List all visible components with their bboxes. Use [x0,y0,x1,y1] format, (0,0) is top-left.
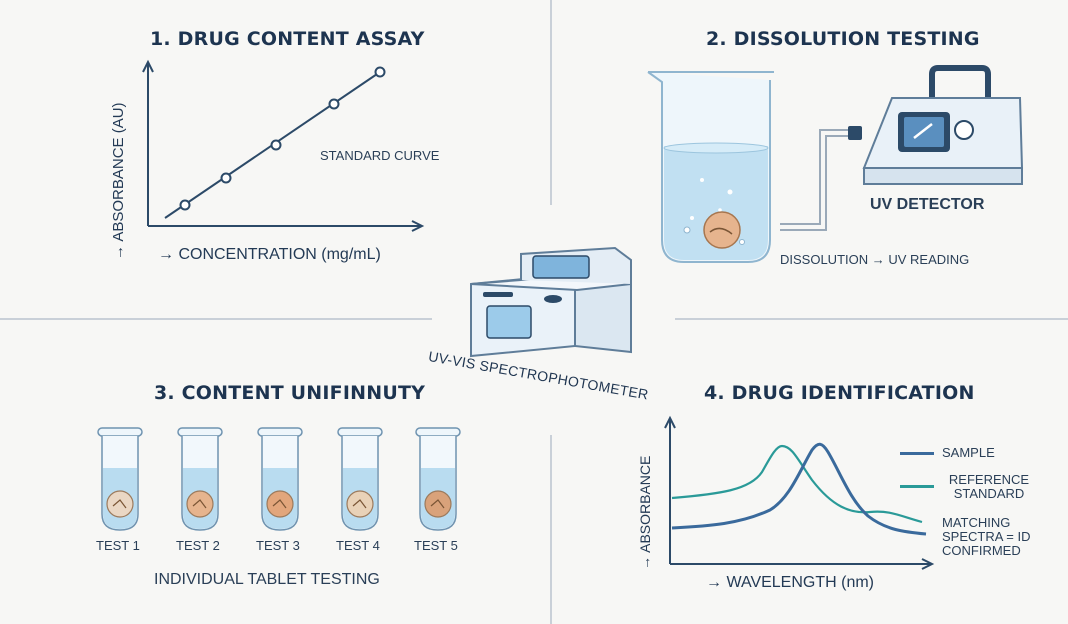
test-tube-2 [177,427,223,531]
test-tube-3 [257,427,303,531]
assay-y-arrow [142,59,154,73]
tube-label-2: TEST 2 [176,538,220,553]
assay-x-label: → CONCENTRATION (mg/mL) [158,246,381,263]
uv-detector-label: UV DETECTOR [870,196,985,213]
id-y-label: → ABSORBANCE [637,455,653,570]
legend-label-sample: SAMPLE [942,445,995,460]
tube-label-4: TEST 4 [336,538,380,553]
standard-curve-label: STANDARD CURVE [320,148,440,163]
uniformity-caption: INDIVIDUAL TABLET TESTING [154,571,380,588]
dissolution-illustration [647,65,1024,263]
divider-vertical-top [550,0,552,205]
curve-point-1 [179,199,191,211]
spectrophotometer-icon [470,246,632,358]
legend-swatch-sample [900,452,934,455]
assay-x-arrow [411,220,425,232]
sample-spectrum [671,442,927,536]
id-x-arrow [921,558,935,570]
assay-y-label: → ABSORBANCE (AU) [110,102,127,260]
test-tube-4 [337,427,383,531]
test-tubes-illustration [97,427,461,531]
divider-horizontal-left [0,318,432,320]
panel-title-uniformity: 3. CONTENT UNIFINNUTY [154,382,426,404]
tube-label-3: TEST 3 [256,538,300,553]
curve-point-2 [220,172,232,184]
uv-detector-icon [862,65,1024,185]
panel-title-identification: 4. DRUG IDENTIFICATION [704,382,975,404]
matching-spectra-note: MATCHING SPECTRA = ID CONFIRMED [942,515,1031,558]
test-tube-1 [97,427,143,531]
dissolution-flow-label: DISSOLUTION → UV READING [780,252,970,267]
tube-label-1: TEST 1 [96,538,140,553]
standard-curve-plot [142,59,425,232]
spectra-plot [664,415,935,570]
legend-label-reference: REFERENCE STANDARD [948,472,1030,501]
reference-spectrum [671,444,923,524]
curve-point-5 [374,66,386,78]
tubing [780,129,852,225]
panel-title-dissolution: 2. DISSOLUTION TESTING [706,28,980,50]
curve-point-4 [328,98,340,110]
dissolving-tablet-icon [683,211,745,249]
divider-vertical-bottom [550,435,552,624]
curve-point-3 [270,139,282,151]
tube-label-5: TEST 5 [414,538,458,553]
id-x-label: → WAVELENGTH (nm) [706,574,875,591]
test-tube-5 [415,427,461,531]
id-y-arrow [664,415,676,429]
legend-swatch-reference [900,485,934,488]
panel-title-assay: 1. DRUG CONTENT ASSAY [150,28,425,50]
divider-horizontal-right [675,318,1068,320]
